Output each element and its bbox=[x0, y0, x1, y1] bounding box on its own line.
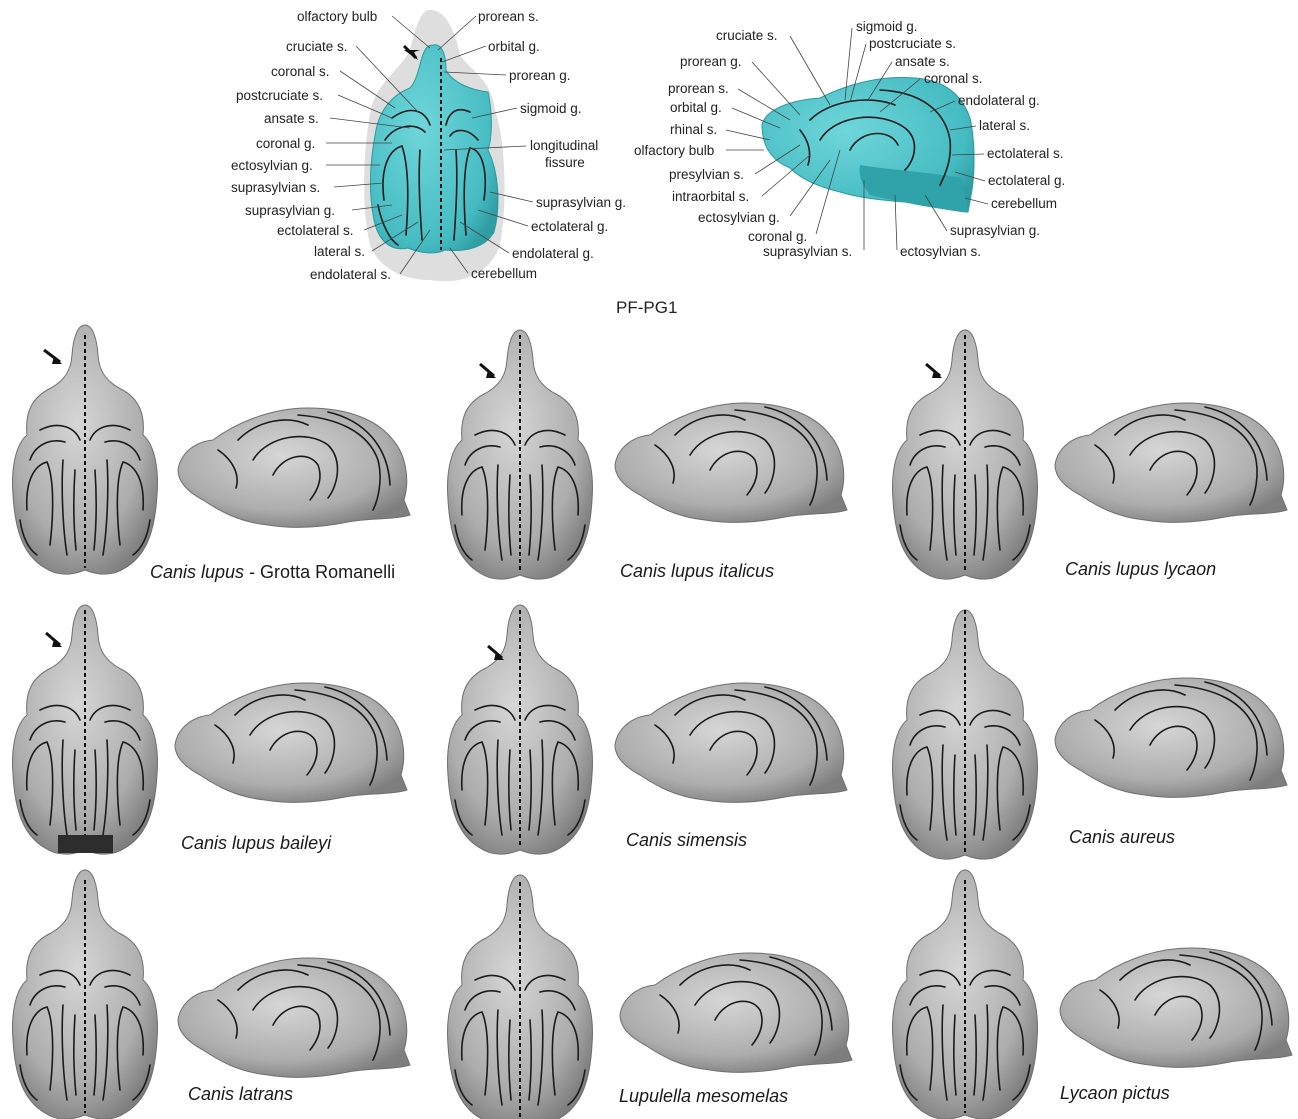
label-coronal-g: coronal g. bbox=[256, 136, 315, 151]
dorsal-endocast bbox=[13, 870, 158, 1119]
label-ectolateral-s: ectolateral s. bbox=[277, 223, 354, 238]
label-presylvian-s: presylvian s. bbox=[669, 167, 744, 182]
dorsal-endocast bbox=[448, 875, 593, 1119]
label-prorean-s: prorean s. bbox=[478, 9, 539, 24]
label-ectosylvian-s-lat: ectosylvian s. bbox=[900, 244, 981, 259]
lateral-endocast bbox=[1055, 678, 1287, 797]
taxon-panel: Canis latrans bbox=[13, 870, 410, 1119]
taxon-caption: Lycaon pictus bbox=[1060, 1083, 1170, 1103]
label-cruciate-s: cruciate s. bbox=[286, 39, 348, 54]
dorsal-endocast bbox=[893, 330, 1038, 579]
label-ansate-s: ansate s. bbox=[264, 111, 319, 126]
label-cerebellum-lat: cerebellum bbox=[991, 196, 1057, 211]
label-ectolateral-s-lat: ectolateral s. bbox=[987, 146, 1064, 161]
lateral-endocast bbox=[175, 683, 407, 802]
label-suprasylvian-s: suprasylvian s. bbox=[231, 180, 320, 195]
label-longitudinal: longitudinal bbox=[530, 138, 598, 153]
label-olfactory-bulb: olfactory bulb bbox=[297, 9, 377, 24]
label-ectolateral-g-lat: ectolateral g. bbox=[988, 173, 1065, 188]
label-lateral-s: lateral s. bbox=[314, 244, 365, 259]
label-fissure: fissure bbox=[545, 155, 585, 170]
label-sigmoid-g-lat: sigmoid g. bbox=[856, 19, 918, 34]
lateral-endocast bbox=[178, 408, 410, 527]
taxon-caption: Canis lupus italicus bbox=[620, 561, 774, 581]
label-suprasylvian-g: suprasylvian g. bbox=[245, 203, 335, 218]
lateral-endocast bbox=[1055, 403, 1287, 522]
taxon-caption: Lupulella mesomelas bbox=[619, 1086, 788, 1106]
label-ansate-s-lat: ansate s. bbox=[895, 54, 950, 69]
label-postcruciate-s-lat: postcruciate s. bbox=[869, 36, 956, 51]
taxon-panel: Canis aureus bbox=[893, 610, 1287, 859]
label-orbital-g: orbital g. bbox=[488, 39, 540, 54]
taxon-panel: Canis lupus lycaon bbox=[893, 330, 1287, 579]
label-cerebellum: cerebellum bbox=[471, 266, 537, 281]
taxon-panel: Canis lupus - Grotta Romanelli bbox=[13, 325, 410, 582]
label-endolateral-s: endolateral s. bbox=[310, 267, 391, 282]
label-ectosylvian-g-lat: ectosylvian g. bbox=[698, 210, 780, 225]
base-block bbox=[58, 835, 113, 853]
dorsal-endocast bbox=[893, 610, 1038, 859]
taxon-panel: Lycaon pictus bbox=[893, 870, 1292, 1119]
label-postcruciate-s: postcruciate s. bbox=[236, 88, 323, 103]
taxon-panel: Canis lupus italicus bbox=[448, 330, 847, 581]
pf-pg1-lateral-view: cruciate s. prorean g. prorean s. orbita… bbox=[634, 19, 1065, 259]
label-intraorbital-s: intraorbital s. bbox=[672, 189, 749, 204]
taxon-panel: Canis simensis bbox=[448, 605, 847, 854]
label-endolateral-g-lat: endolateral g. bbox=[958, 93, 1040, 108]
label-ectosylvian-g: ectosylvian g. bbox=[231, 158, 313, 173]
label-prorean-g-lat: prorean g. bbox=[680, 54, 742, 69]
label-suprasylvian-g-right: suprasylvian g. bbox=[536, 195, 626, 210]
taxon-caption: Canis lupus - Grotta Romanelli bbox=[150, 562, 395, 582]
label-olfactory-bulb-lat: olfactory bulb bbox=[634, 143, 714, 158]
label-coronal-s: coronal s. bbox=[271, 64, 330, 79]
dorsal-endocast bbox=[448, 605, 593, 854]
label-ectolateral-g: ectolateral g. bbox=[531, 219, 608, 234]
lateral-endocast bbox=[1060, 948, 1292, 1067]
taxon-panel: Canis lupus baileyi bbox=[13, 605, 407, 854]
lateral-endocast bbox=[620, 953, 852, 1072]
label-cruciate-s-lat: cruciate s. bbox=[716, 28, 778, 43]
label-suprasylvian-s-lat: suprasylvian s. bbox=[763, 244, 852, 259]
label-suprasylvian-g-lat: suprasylvian g. bbox=[950, 223, 1040, 238]
specimen-id: PF-PG1 bbox=[616, 298, 677, 317]
label-prorean-g: prorean g. bbox=[509, 68, 571, 83]
taxon-caption: Canis lupus baileyi bbox=[181, 833, 332, 853]
label-coronal-g-lat: coronal g. bbox=[748, 229, 807, 244]
taxon-panel: Lupulella mesomelas bbox=[448, 875, 852, 1119]
taxon-caption: Canis simensis bbox=[626, 830, 747, 850]
label-prorean-s-lat: prorean s. bbox=[668, 81, 729, 96]
lateral-endocast bbox=[178, 958, 410, 1077]
label-rhinal-s: rhinal s. bbox=[670, 122, 717, 137]
label-sigmoid-g: sigmoid g. bbox=[520, 101, 582, 116]
lateral-endocast bbox=[615, 683, 847, 802]
label-lateral-s-lat: lateral s. bbox=[979, 118, 1030, 133]
label-orbital-g-lat: orbital g. bbox=[670, 100, 722, 115]
taxon-caption: Canis aureus bbox=[1069, 827, 1175, 847]
taxon-caption: Canis latrans bbox=[188, 1084, 293, 1104]
dorsal-endocast bbox=[13, 605, 158, 854]
dorsal-endocast bbox=[13, 325, 158, 574]
lateral-endocast bbox=[615, 403, 847, 522]
pf-pg1-dorsal-view: olfactory bulb cruciate s. coronal s. po… bbox=[231, 9, 626, 282]
label-endolateral-g: endolateral g. bbox=[512, 246, 594, 261]
taxon-caption: Canis lupus lycaon bbox=[1065, 559, 1216, 579]
label-coronal-s-lat: coronal s. bbox=[924, 71, 983, 86]
dorsal-endocast bbox=[893, 870, 1038, 1119]
dorsal-endocast bbox=[448, 330, 593, 579]
